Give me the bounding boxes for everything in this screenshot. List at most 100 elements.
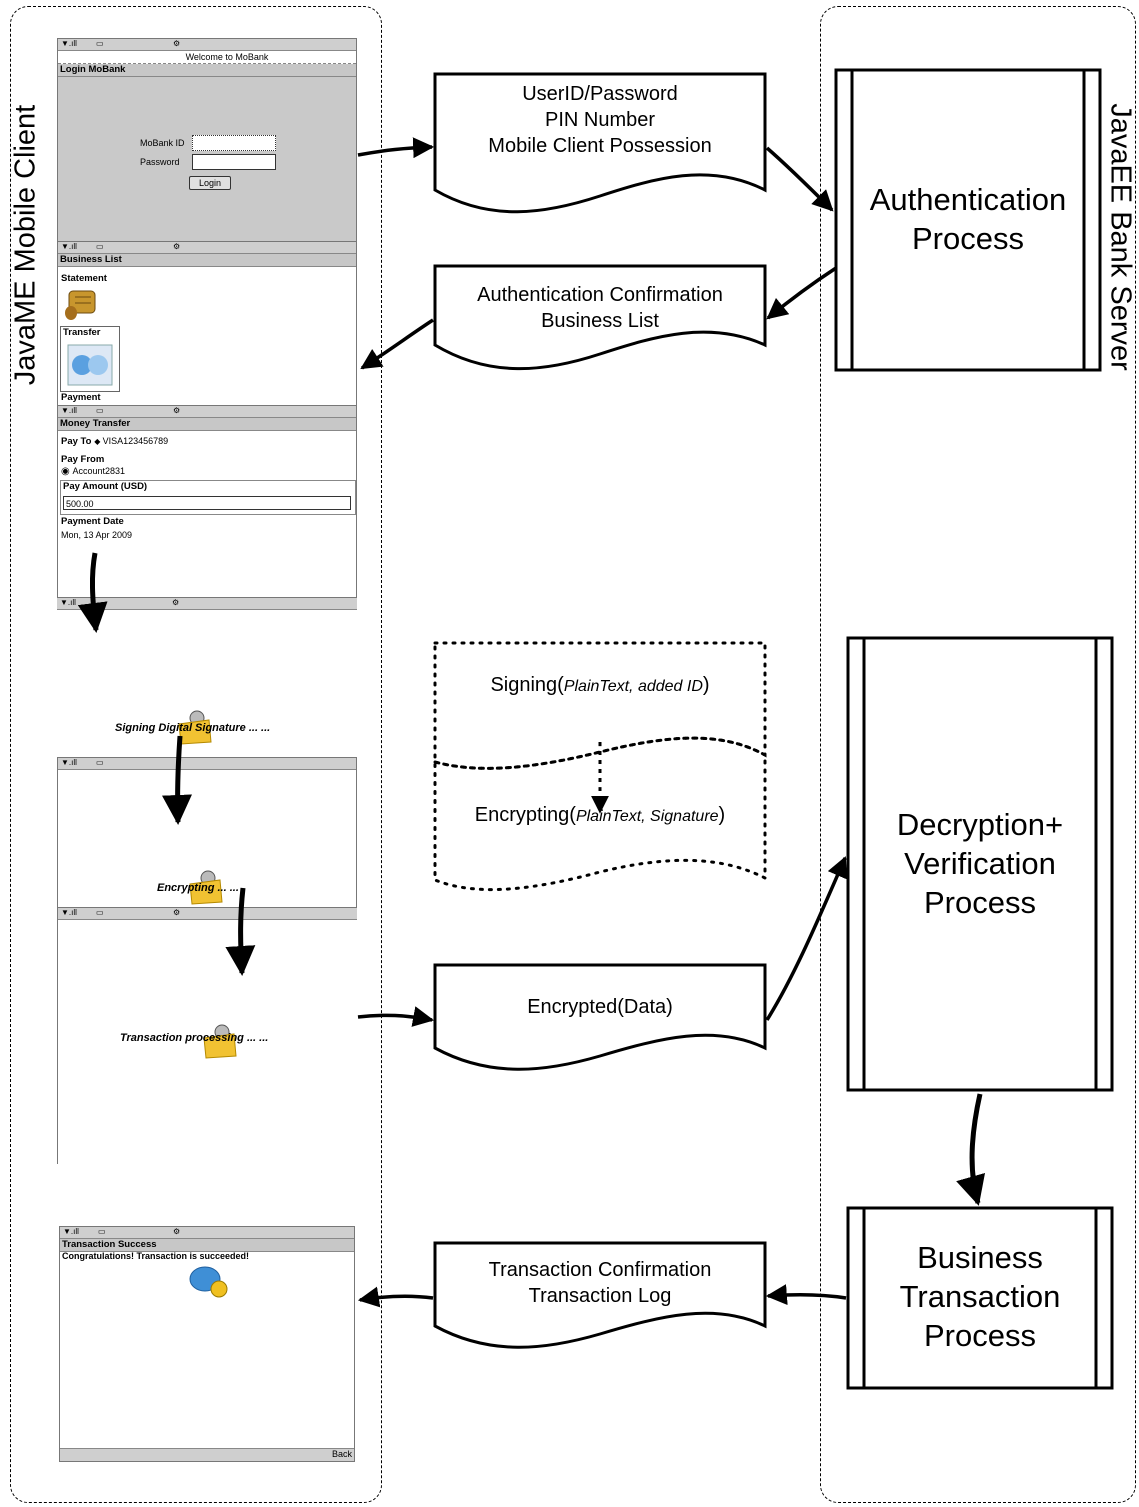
signal-icon: ▼.ıll bbox=[61, 406, 77, 415]
tx-confirm-text: Transaction Confirmation Transaction Log bbox=[450, 1257, 750, 1309]
settings-icon: ⚙ bbox=[173, 242, 181, 251]
status-bar: ▼.ıll ▭ ⚙ bbox=[58, 406, 356, 418]
folder-clock-icon bbox=[189, 870, 223, 905]
transfer-icon bbox=[67, 344, 113, 386]
encrypting-prefix: Encrypting( bbox=[474, 804, 576, 826]
signing-args: PlainText, added ID bbox=[563, 678, 703, 695]
auth-confirm-line-1: Authentication Confirmation bbox=[477, 284, 723, 306]
encrypted-data-document bbox=[433, 963, 767, 1071]
signing-prefix: Signing( bbox=[490, 674, 564, 696]
battery-icon: ▭ bbox=[96, 406, 104, 415]
credentials-line-3: Mobile Client Possession bbox=[488, 135, 712, 157]
signal-icon: ▼.ıll bbox=[60, 598, 76, 607]
status-bar: ▼.ıll ⚙ bbox=[57, 598, 357, 610]
battery-icon: ▭ bbox=[96, 39, 104, 48]
signal-icon: ▼.ıll bbox=[61, 242, 77, 251]
money-transfer-screen: ▼.ıll ▭ ⚙ Money Transfer Pay To ◆ VISA12… bbox=[57, 405, 357, 598]
processing-message: Transaction processing ... ... bbox=[120, 1032, 269, 1044]
pay-to-label: Pay To bbox=[61, 436, 92, 447]
client-swimlane bbox=[10, 6, 382, 1503]
amount-group: Pay Amount (USD) 500.00 bbox=[60, 480, 356, 515]
scroll-icon[interactable] bbox=[63, 287, 103, 323]
encrypting-screen: ▼.ıll ▭ Encrypting ... ... bbox=[57, 757, 357, 908]
authentication-process-box bbox=[834, 68, 1102, 372]
arrow-business-to-txconfirm bbox=[765, 1284, 847, 1306]
credentials-line-1: UserID/Password bbox=[522, 83, 678, 105]
signal-icon: ▼.ıll bbox=[61, 908, 77, 917]
pay-to-diamond-icon: ◆ bbox=[94, 437, 103, 446]
settings-icon: ⚙ bbox=[173, 1227, 181, 1236]
credentials-line-2: PIN Number bbox=[544, 109, 656, 131]
date-value[interactable]: Mon, 13 Apr 2009 bbox=[61, 530, 133, 540]
business-line-3: Process bbox=[924, 1318, 1036, 1353]
tx-confirm-line-2: Transaction Log bbox=[528, 1285, 672, 1307]
business-process-box bbox=[846, 1206, 1114, 1390]
business-process-text: Business Transaction Process bbox=[860, 1238, 1100, 1355]
page-title: Business List bbox=[58, 254, 356, 267]
battery-icon: ▭ bbox=[96, 908, 104, 917]
pay-to-value[interactable]: VISA123456789 bbox=[102, 436, 169, 446]
bottom-softkey-bar: Back bbox=[60, 1448, 354, 1461]
auth-confirm-document bbox=[433, 264, 767, 371]
tx-confirm-line-1: Transaction Confirmation bbox=[488, 1259, 712, 1281]
status-bar: ▼.ıll ▭ ⚙ bbox=[58, 908, 357, 920]
date-label: Payment Date bbox=[61, 516, 124, 527]
payment-label: Payment bbox=[61, 392, 101, 403]
settings-icon: ⚙ bbox=[172, 598, 180, 607]
encrypting-message: Encrypting ... ... bbox=[157, 882, 239, 894]
encrypting-suffix: ) bbox=[718, 804, 726, 826]
signal-icon: ▼.ıll bbox=[61, 39, 77, 48]
battery-icon: ▭ bbox=[96, 758, 104, 767]
password-field[interactable] bbox=[192, 154, 276, 170]
page-title: Money Transfer bbox=[58, 418, 356, 431]
encrypting-text: Encrypting(PlainText, Signature) bbox=[440, 802, 760, 830]
folder-clock-icon bbox=[178, 710, 212, 745]
mobank-id-field[interactable] bbox=[192, 135, 276, 151]
amount-input[interactable]: 500.00 bbox=[63, 496, 351, 510]
welcome-banner: Welcome to MoBank bbox=[58, 51, 356, 64]
arrow-confirm-to-client bbox=[360, 318, 434, 370]
arrow-transfer-to-signing bbox=[77, 552, 108, 633]
signing-message: Signing Digital Signature ... ... bbox=[115, 722, 271, 734]
signing-suffix: ) bbox=[702, 674, 710, 696]
transfer-tile[interactable]: Transfer bbox=[60, 326, 120, 392]
success-screen: ▼.ıll ▭ ⚙ Transaction Success Congratula… bbox=[59, 1226, 355, 1462]
decryption-line-2: Verification bbox=[904, 846, 1056, 881]
decryption-process-text: Decryption+ Verification Process bbox=[860, 805, 1100, 922]
login-button[interactable]: Login bbox=[189, 176, 231, 190]
signing-text: Signing(PlainText, added ID) bbox=[445, 672, 755, 700]
status-bar: ▼.ıll ▭ ⚙ bbox=[60, 1227, 354, 1239]
server-swimlane bbox=[820, 6, 1136, 1503]
processing-screen: ▼.ıll ▭ ⚙ Transaction processing ... ... bbox=[57, 907, 357, 1164]
transfer-label: Transfer bbox=[63, 327, 101, 338]
business-line-2: Transaction bbox=[899, 1279, 1061, 1314]
arrow-signing-to-encrypting bbox=[162, 735, 192, 825]
authentication-process-text: Authentication Process bbox=[848, 180, 1088, 258]
signing-document bbox=[433, 641, 767, 770]
encrypted-data-text: Encrypted(Data) bbox=[527, 996, 673, 1018]
success-message: Congratulations! Transaction is succeede… bbox=[62, 1251, 250, 1261]
authentication-line-2: Process bbox=[912, 221, 1024, 256]
success-bubble-icon bbox=[189, 1266, 228, 1298]
pay-from-label: Pay From bbox=[61, 454, 105, 465]
business-line-1: Business bbox=[917, 1240, 1043, 1275]
arrow-login-to-credentials bbox=[357, 137, 435, 159]
credentials-document bbox=[433, 72, 767, 214]
status-bar: ▼.ıll ▭ ⚙ bbox=[58, 242, 356, 254]
authentication-line-1: Authentication bbox=[869, 182, 1067, 217]
page-title: Login MoBank bbox=[58, 64, 356, 77]
arrow-encrypting-to-processing bbox=[225, 887, 256, 976]
settings-icon: ⚙ bbox=[173, 908, 181, 917]
credentials-text: UserID/Password PIN Number Mobile Client… bbox=[450, 81, 750, 159]
arrow-auth-to-confirm bbox=[766, 266, 837, 320]
arrow-encrypted-to-decryption bbox=[765, 856, 848, 1021]
arrow-credentials-to-auth bbox=[765, 146, 834, 212]
page-title: Transaction Success bbox=[60, 1239, 354, 1252]
password-label: Password bbox=[140, 157, 180, 167]
amount-label: Pay Amount (USD) bbox=[63, 481, 148, 492]
statement-label: Statement bbox=[61, 273, 107, 284]
radio-selected-icon[interactable]: ◉ bbox=[61, 466, 70, 477]
back-button[interactable]: Back bbox=[331, 1449, 352, 1459]
encrypting-document bbox=[433, 736, 767, 892]
